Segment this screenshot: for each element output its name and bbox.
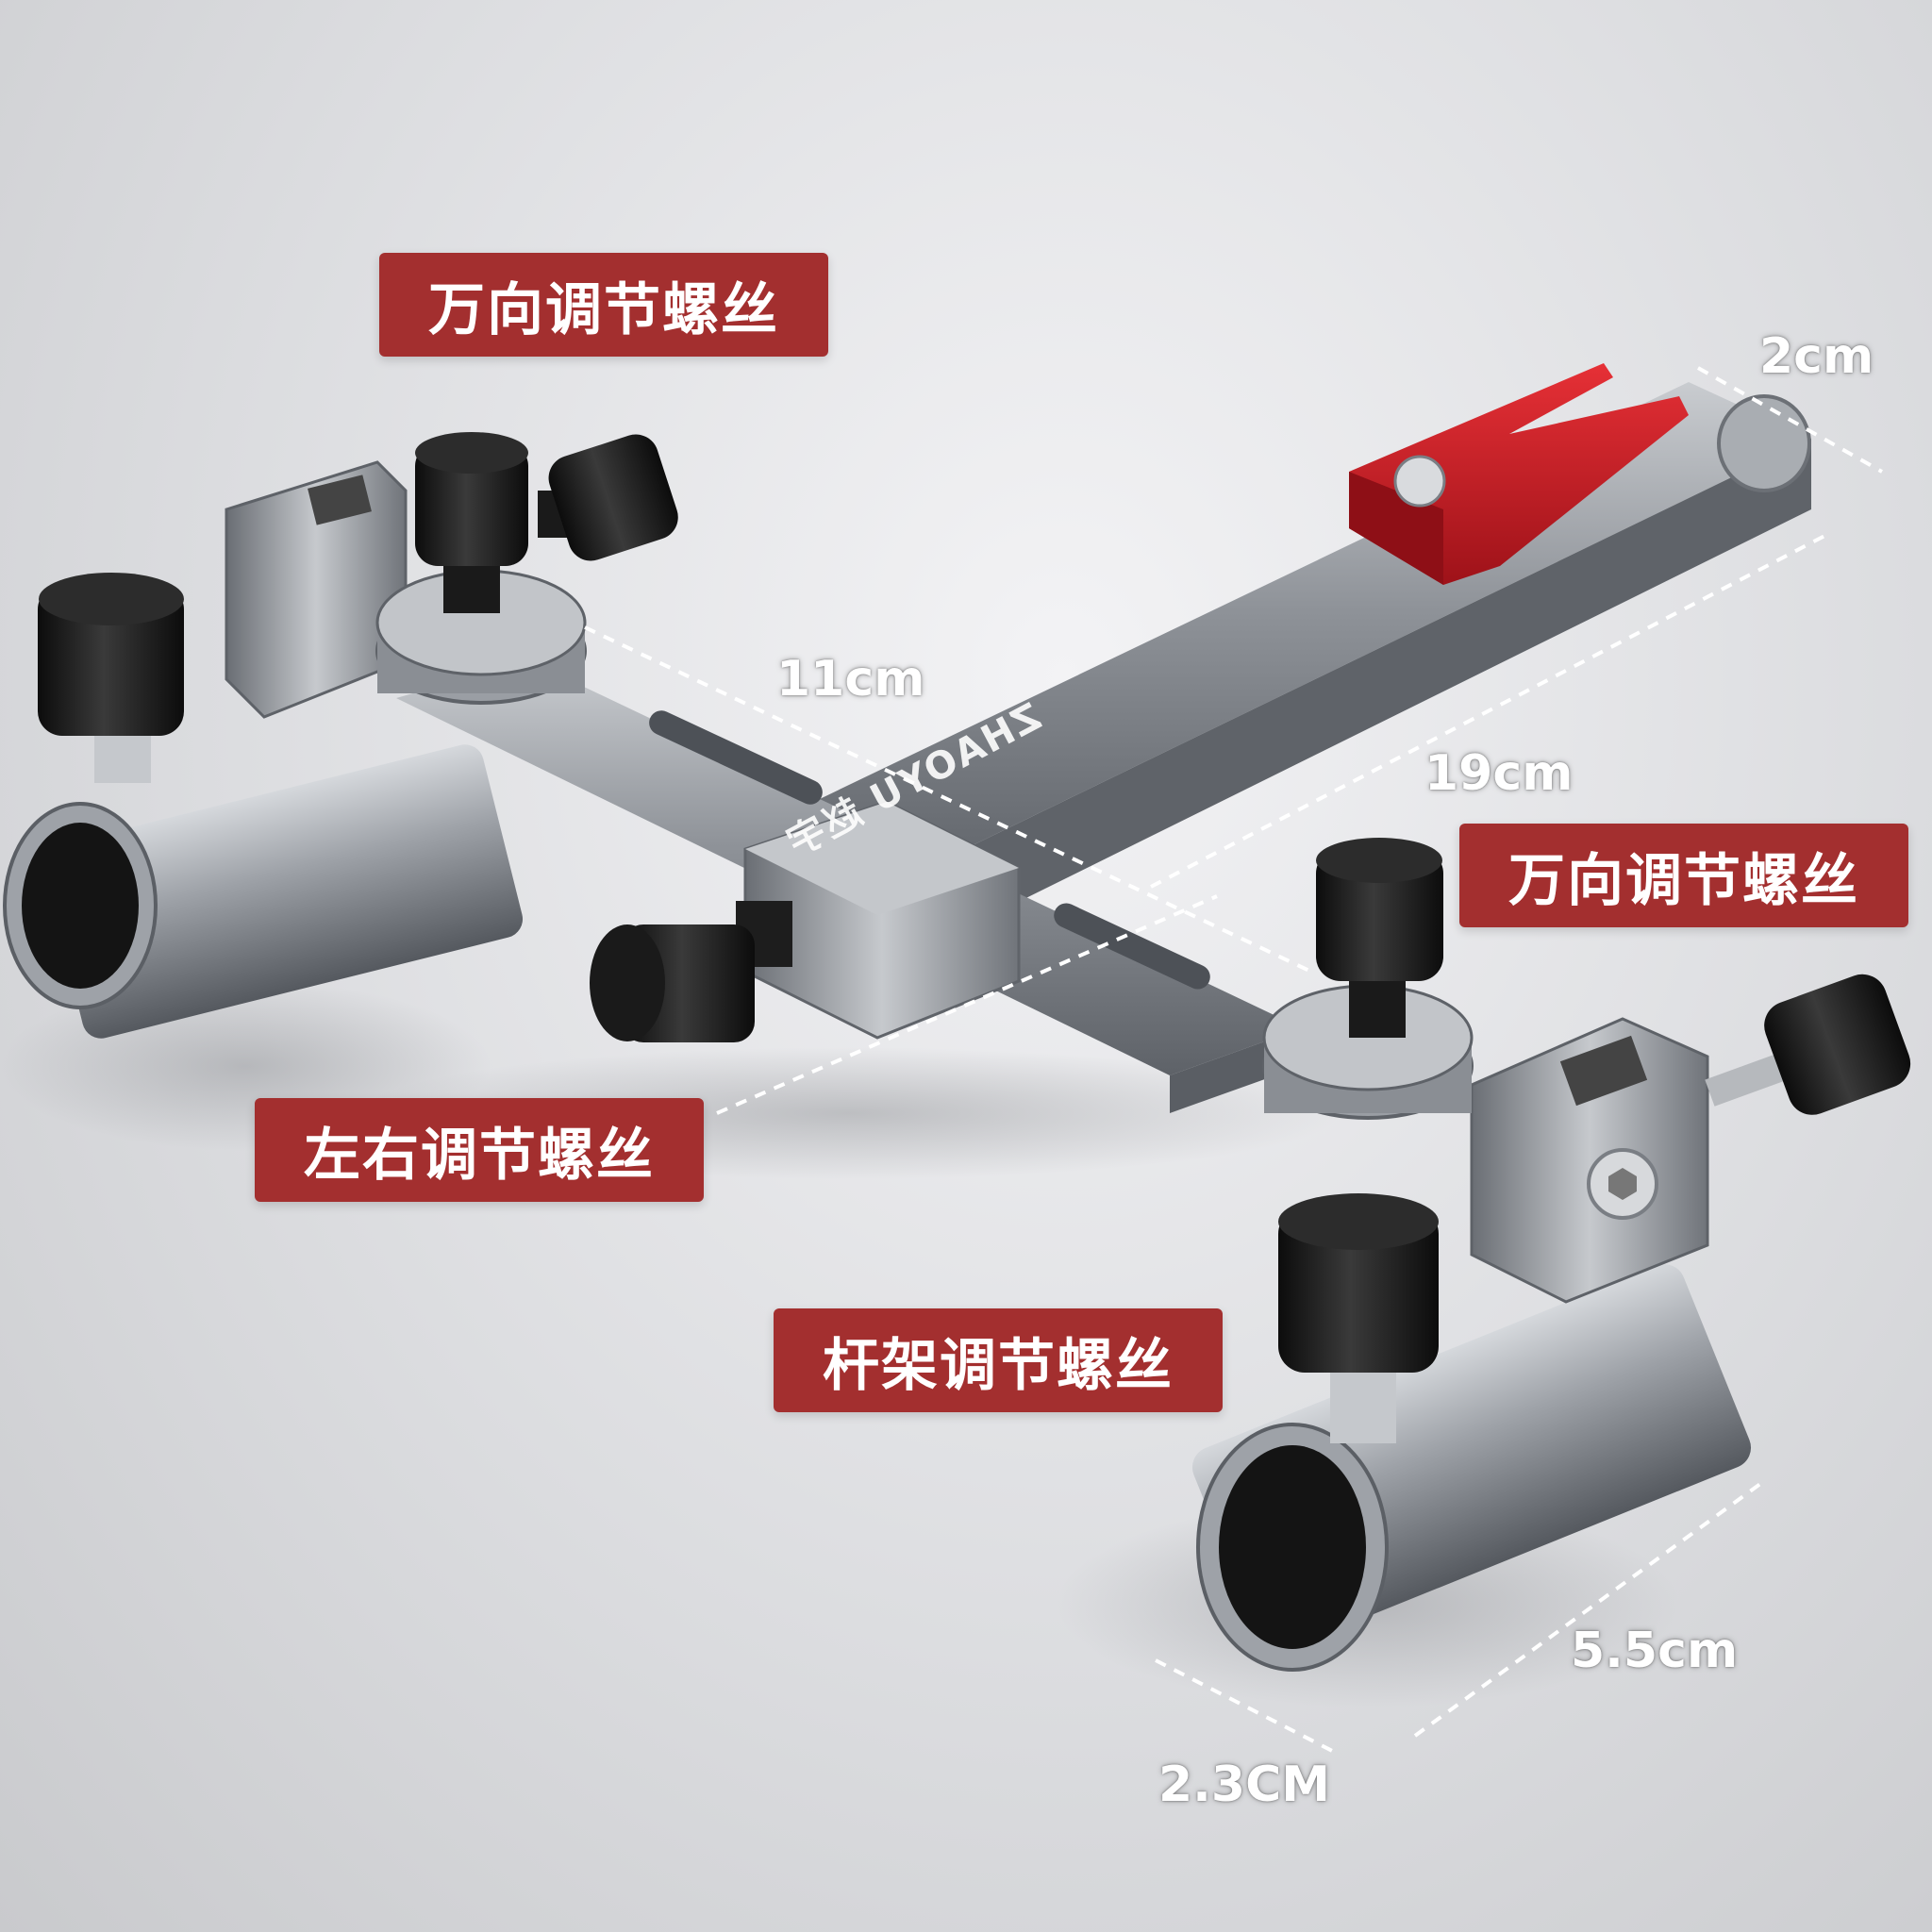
left-tube	[3, 744, 524, 1039]
dimension-lines	[584, 366, 1883, 1757]
dim-11cm: 11cm	[776, 651, 925, 708]
dim-19cm: 19cm	[1424, 745, 1574, 802]
dim-5-5cm: 5.5cm	[1571, 1623, 1739, 1679]
dim-2cm: 2cm	[1759, 328, 1874, 385]
red-clip	[1349, 363, 1689, 585]
right-tube	[1191, 1264, 1752, 1672]
center-knob	[590, 901, 792, 1042]
right-top-knob	[1316, 838, 1443, 1038]
left-side-knob	[538, 434, 678, 561]
left-bracket	[225, 460, 587, 719]
label-rod-rest-screw: 杆架调节螺丝	[774, 1308, 1223, 1412]
label-universal-screw-right: 万向调节螺丝	[1459, 824, 1908, 927]
right-tube-knob	[1278, 1193, 1439, 1443]
label-left-right-screw: 左右调节螺丝	[255, 1098, 704, 1202]
dim-2-3cm: 2.3CM	[1158, 1757, 1331, 1813]
right-side-knob	[1705, 974, 1911, 1115]
left-tube-knob	[38, 573, 184, 783]
left-top-knob	[415, 432, 528, 613]
right-bracket	[1262, 984, 1709, 1304]
label-universal-screw-top: 万向调节螺丝	[379, 253, 828, 357]
